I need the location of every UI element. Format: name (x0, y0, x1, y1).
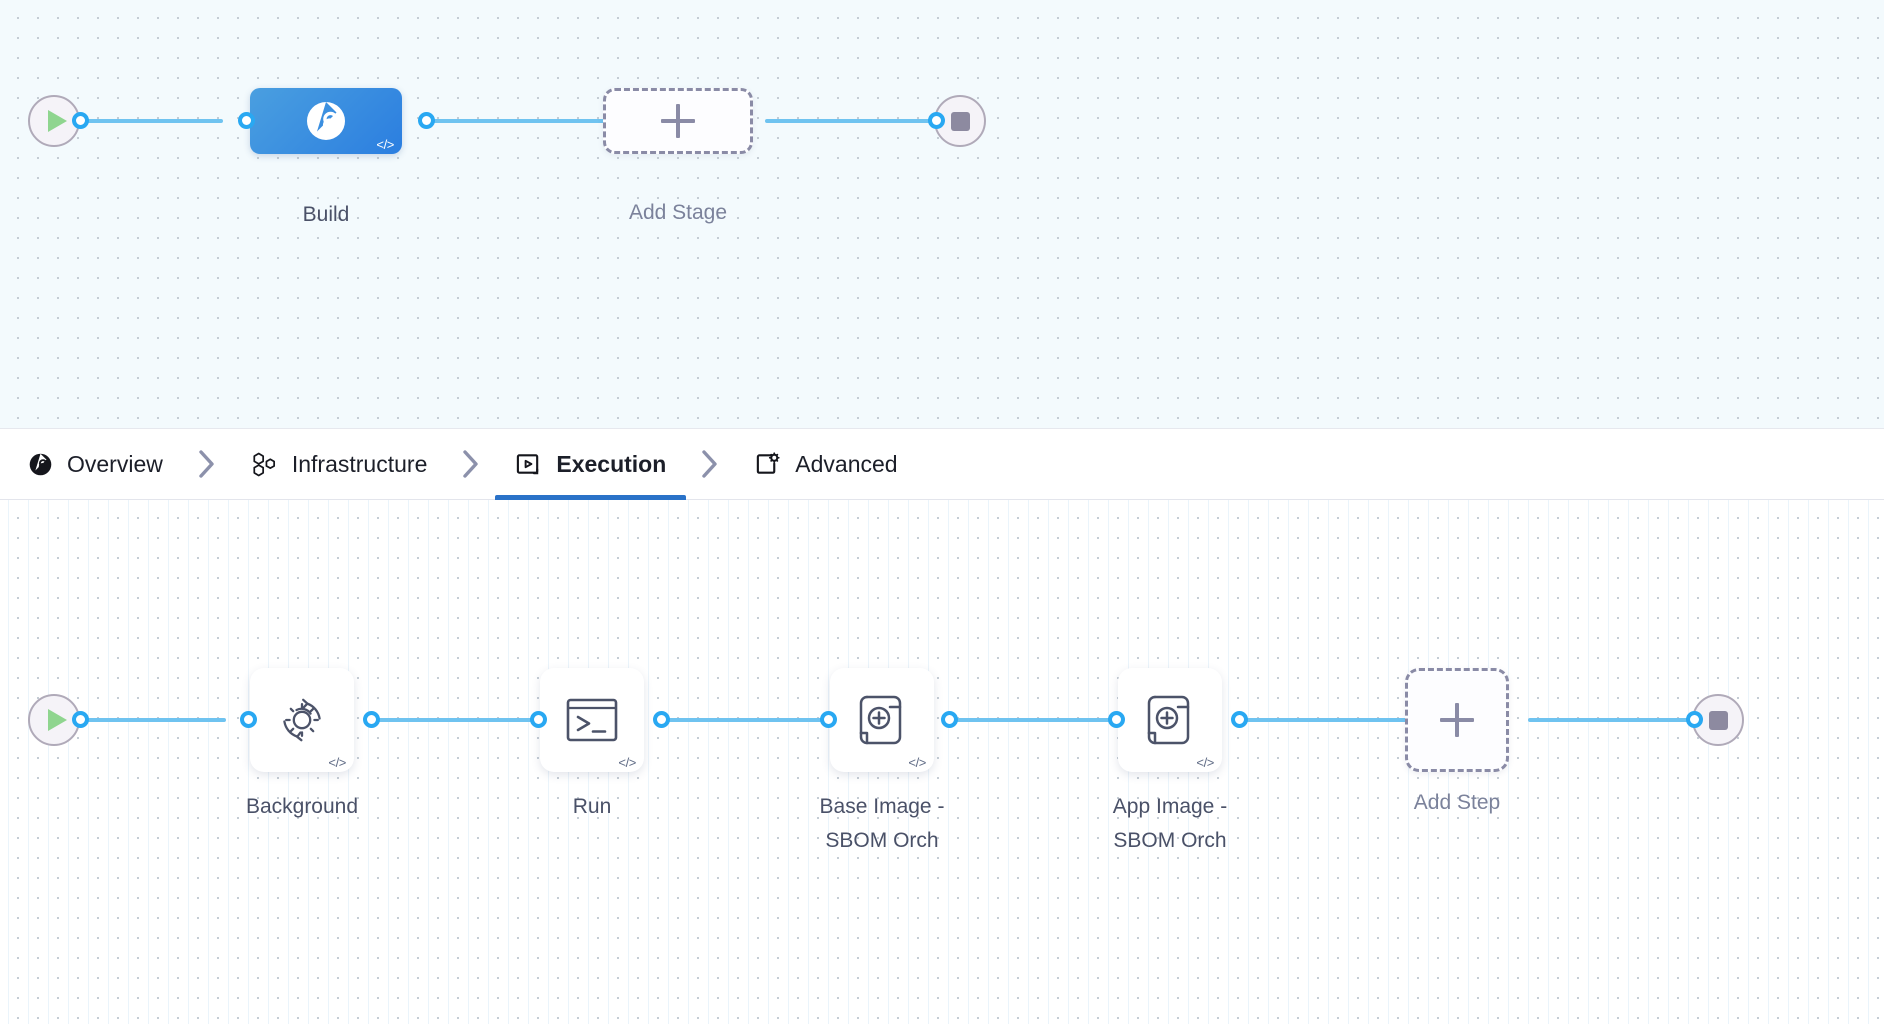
stop-icon (1708, 710, 1728, 730)
harness-ci-icon (307, 102, 345, 140)
code-badge: </> (908, 755, 926, 770)
edge-background-to-run (370, 718, 550, 722)
scroll-plus-icon (1147, 695, 1190, 745)
step-run-port-in[interactable] (530, 711, 547, 728)
stage-canvas[interactable]: </> Build Add Stage (0, 0, 1884, 428)
step-node-run[interactable]: </> (540, 668, 644, 772)
stage-build-port-out[interactable] (418, 112, 435, 129)
stage-node-build[interactable]: </> (250, 88, 402, 154)
step-app-image-port-in[interactable] (1108, 711, 1125, 728)
tab-advanced-label: Advanced (795, 450, 898, 477)
stage-config-tabs[interactable]: Overview Infrastructure (0, 428, 1884, 500)
gear-rotate-icon (283, 698, 321, 742)
tab-advanced[interactable]: Advanced (748, 428, 903, 500)
step-start-node[interactable] (28, 694, 80, 746)
stage-node-build-label: Build (302, 203, 350, 226)
edge-addstage-to-end (765, 119, 940, 123)
step-end-port[interactable] (1686, 711, 1703, 728)
stage-start-node[interactable] (28, 95, 80, 147)
tab-execution-label: Execution (556, 450, 667, 477)
square-gear-icon (754, 451, 781, 478)
chevron-right-icon (169, 428, 245, 500)
add-stage-label: Add Stage (628, 201, 728, 224)
edge-addstep-to-end (1528, 718, 1698, 722)
step-background-port-in[interactable] (240, 711, 257, 728)
step-node-base-image-sbom[interactable]: </> (830, 668, 934, 772)
step-app-image-port-out[interactable] (1231, 711, 1248, 728)
chevron-right-icon (433, 428, 509, 500)
tab-infrastructure-label: Infrastructure (291, 450, 428, 477)
play-icon (47, 110, 67, 132)
step-app-image-label: App Image - SBOM Orch (1112, 795, 1228, 853)
terminal-icon (566, 698, 618, 742)
plus-icon (661, 104, 695, 138)
step-base-image-port-out[interactable] (941, 711, 958, 728)
step-canvas[interactable]: </> Background </> Run (0, 500, 1884, 1024)
edge-baseimage-to-appimage (948, 718, 1128, 722)
tab-execution[interactable]: Execution (495, 428, 687, 500)
code-badge: </> (1196, 755, 1214, 770)
step-node-background[interactable]: </> (250, 668, 354, 772)
stage-start-port[interactable] (72, 112, 89, 129)
edge-build-to-addstage (425, 119, 605, 123)
chevron-right-icon (672, 428, 748, 500)
stage-build-port-in[interactable] (238, 112, 255, 129)
edge-appimage-to-addstep (1238, 718, 1408, 722)
hexagons-icon (251, 451, 278, 478)
play-icon (47, 709, 67, 731)
edge-start-to-background (78, 718, 226, 722)
code-badge: </> (618, 755, 636, 770)
plus-icon (1440, 703, 1474, 737)
stage-end-port[interactable] (928, 112, 945, 129)
step-start-port[interactable] (72, 711, 89, 728)
edge-run-to-baseimage (660, 718, 840, 722)
step-base-image-label: Base Image - SBOM Orch (819, 795, 945, 853)
step-run-port-out[interactable] (653, 711, 670, 728)
tab-overview-label: Overview (67, 450, 163, 477)
tab-overview[interactable]: Overview (22, 428, 169, 500)
step-run-label: Run (572, 795, 612, 818)
step-base-image-port-in[interactable] (820, 711, 837, 728)
scroll-plus-icon (859, 695, 902, 745)
add-step-label: Add Step (1413, 791, 1501, 814)
add-stage-button[interactable] (603, 88, 753, 154)
step-node-app-image-sbom[interactable]: </> (1118, 668, 1222, 772)
harness-ci-icon (28, 452, 53, 477)
edge-start-to-build (78, 119, 223, 123)
add-step-button[interactable] (1405, 668, 1509, 772)
tab-infrastructure[interactable]: Infrastructure (245, 428, 434, 500)
step-background-label: Background (245, 795, 359, 818)
code-badge: </> (376, 137, 394, 152)
stop-icon (950, 111, 970, 131)
step-background-port-out[interactable] (363, 711, 380, 728)
play-box-icon (515, 451, 542, 478)
code-badge: </> (328, 755, 346, 770)
